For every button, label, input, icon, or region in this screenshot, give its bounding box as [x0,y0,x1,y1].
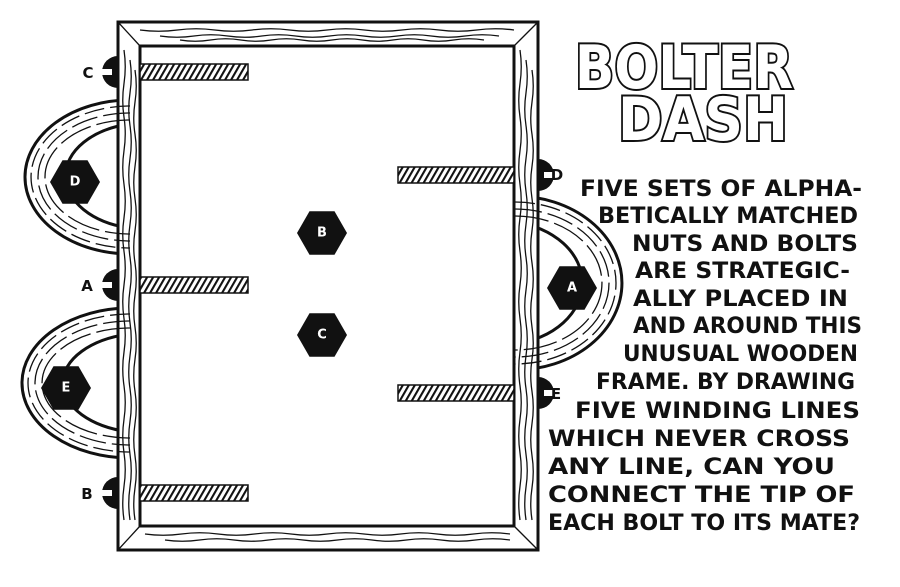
wood-grain-line [518,49,522,521]
wood-grain-line [530,69,534,521]
nut-d: D [50,160,100,204]
bolt-d: D [397,159,563,191]
description-line: CONNECT THE TIP OF [548,483,855,508]
nut-b: B [297,211,347,255]
bolt-label: E [551,385,561,403]
frame-miter-lines [117,21,539,551]
description-line: WHICH NEVER CROSS [548,427,850,452]
nut-label: B [317,226,327,241]
nut-label: A [567,281,577,296]
wood-grain-line [34,320,131,446]
wood-grain [27,28,617,542]
description-line: ALLY PLACED IN [633,287,848,312]
wooden-arc-left-top [23,98,132,256]
nut-label: E [62,381,71,396]
description-line: UNUSUAL WOODEN [623,342,858,367]
wood-grain-line [514,201,617,365]
bolt-slot [98,490,112,496]
nut-e: E [41,366,91,410]
bolt-label: A [81,277,93,295]
wood-grain-line [133,69,137,521]
nut-a: A [547,266,597,310]
hex-nut-icon [41,366,91,410]
bolt-slot [98,282,112,288]
nut-c: C [297,313,347,357]
description-line: FIVE SETS OF ALPHA- [580,177,862,202]
wood-grain-line [41,327,131,439]
description-line: FRAME. BY DRAWING [596,370,855,395]
bolt-thread [139,484,249,502]
description-line: ANY LINE, CAN YOU [548,455,835,480]
wood-grain-line [30,105,131,249]
wood-grain-line [514,208,610,358]
title-line-2: DASH [618,85,788,155]
puzzle-description: FIVE SETS OF ALPHA- BETICALLY MATCHED NU… [548,177,862,536]
bolt-c: C [82,56,249,88]
bolt-label: B [81,485,92,503]
bolt-b: B [81,477,249,509]
nut-label: D [70,175,81,190]
bolt-thread [139,63,249,81]
bolt-a: A [81,269,249,301]
hex-nut-icon [50,160,100,204]
wood-grain-line [164,538,511,542]
bolt-label: C [82,64,93,82]
bolt-thread [397,166,515,184]
wood-grain-line [179,38,485,42]
wood-grain-line [144,532,511,536]
bolt-slot [98,69,112,75]
wood-grain-line [159,34,500,38]
bolt-slot [544,172,558,178]
nut-label: C [317,328,327,343]
bolt-e: E [397,377,561,409]
bolt-slot [544,390,558,396]
hex-nut-icon [297,211,347,255]
wood-grain-line [27,313,131,453]
title-line-1: BOLTER [575,33,793,103]
wood-grain-line [514,215,603,351]
wood-grain-line [122,49,126,521]
description-line: EACH BOLT TO ITS MATE? [548,511,860,536]
bolt-thread [397,384,515,402]
wood-grain-line [139,28,515,32]
description-line: BETICALLY MATCHED [598,204,858,229]
description-line: NUTS AND BOLTS [632,232,858,257]
bolt-thread [139,276,249,294]
wood-grain-line [37,112,131,242]
hex-nut-icon [297,313,347,357]
bolt-label: D [551,166,563,184]
hex-nut-icon [547,266,597,310]
wood-grain-line [524,59,528,521]
description-line: AND AROUND THIS [633,314,862,339]
wooden-arc-left-bottom [20,306,132,460]
description-line: FIVE WINDING LINES [575,399,860,424]
wood-grain-line [44,119,131,235]
description-line: ARE STRATEGIC- [635,259,850,284]
